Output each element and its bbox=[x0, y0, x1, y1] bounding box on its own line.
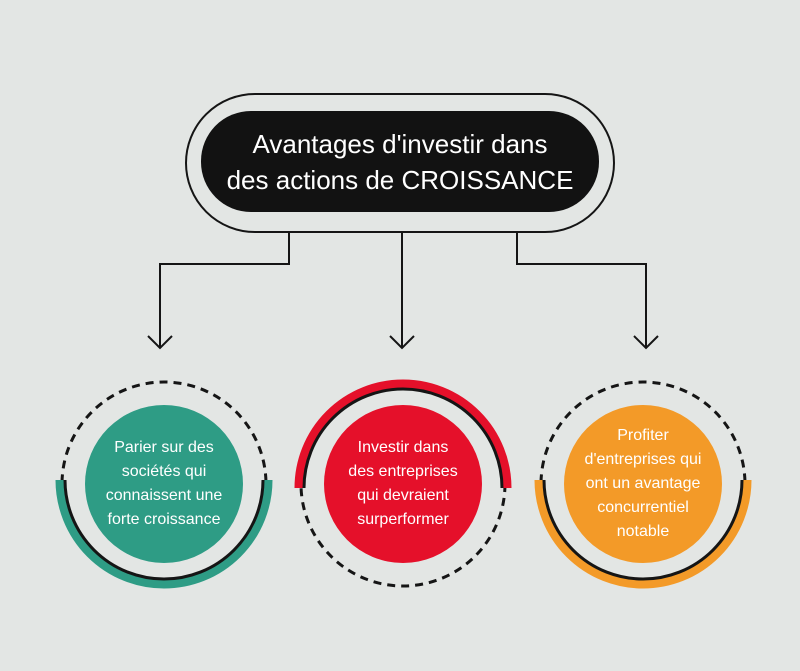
node-disc: Parier sur des sociétés qui connaissent … bbox=[85, 405, 243, 563]
node-ring bbox=[294, 379, 512, 588]
arrowhead-center bbox=[389, 335, 415, 350]
title-line-1: Avantages d'investir dans bbox=[252, 128, 548, 159]
node-text-line: connaissent une bbox=[105, 487, 223, 504]
connector-left bbox=[159, 231, 290, 348]
node-text-line: Investir dans bbox=[357, 439, 449, 456]
node-ring bbox=[55, 380, 273, 589]
arrowhead-left bbox=[147, 335, 173, 350]
arrowhead-right bbox=[633, 335, 659, 350]
node-text-line: forte croissance bbox=[107, 511, 221, 528]
node-text-line: sociétés qui bbox=[121, 463, 207, 480]
connector-right bbox=[516, 231, 647, 348]
node-text-line: des entreprises bbox=[348, 463, 458, 480]
node-competitive-advantage: Profiter d'entreprises qui ont un avanta… bbox=[533, 374, 753, 594]
node-text-line: Profiter bbox=[617, 427, 669, 444]
title-line-2: des actions de CROISSANCE bbox=[226, 164, 574, 195]
node-ring bbox=[534, 380, 752, 589]
node-text-line: notable bbox=[616, 523, 670, 540]
title-box: Avantages d'investir dans des actions de… bbox=[201, 111, 599, 212]
node-outperform: Investir dans des entreprises qui devrai… bbox=[293, 374, 513, 594]
node-text: Investir dans des entreprises qui devrai… bbox=[333, 436, 473, 532]
node-text-line: qui devraient bbox=[357, 487, 449, 504]
node-disc: Profiter d'entreprises qui ont un avanta… bbox=[564, 405, 722, 563]
title-text: Avantages d'investir dans des actions de… bbox=[215, 126, 585, 198]
node-text-line: d'entreprises qui bbox=[584, 451, 702, 468]
node-text-line: ont un avantage bbox=[585, 475, 701, 492]
node-text: Parier sur des sociétés qui connaissent … bbox=[94, 436, 234, 532]
node-text-line: concurrentiel bbox=[597, 499, 689, 516]
node-disc: Investir dans des entreprises qui devrai… bbox=[324, 405, 482, 563]
node-growth-bet: Parier sur des sociétés qui connaissent … bbox=[54, 374, 274, 594]
node-text: Profiter d'entreprises qui ont un avanta… bbox=[573, 424, 713, 544]
title-outer-frame bbox=[185, 93, 615, 233]
node-text-line: Parier sur des bbox=[114, 439, 214, 456]
node-text-line: surperformer bbox=[357, 511, 449, 528]
